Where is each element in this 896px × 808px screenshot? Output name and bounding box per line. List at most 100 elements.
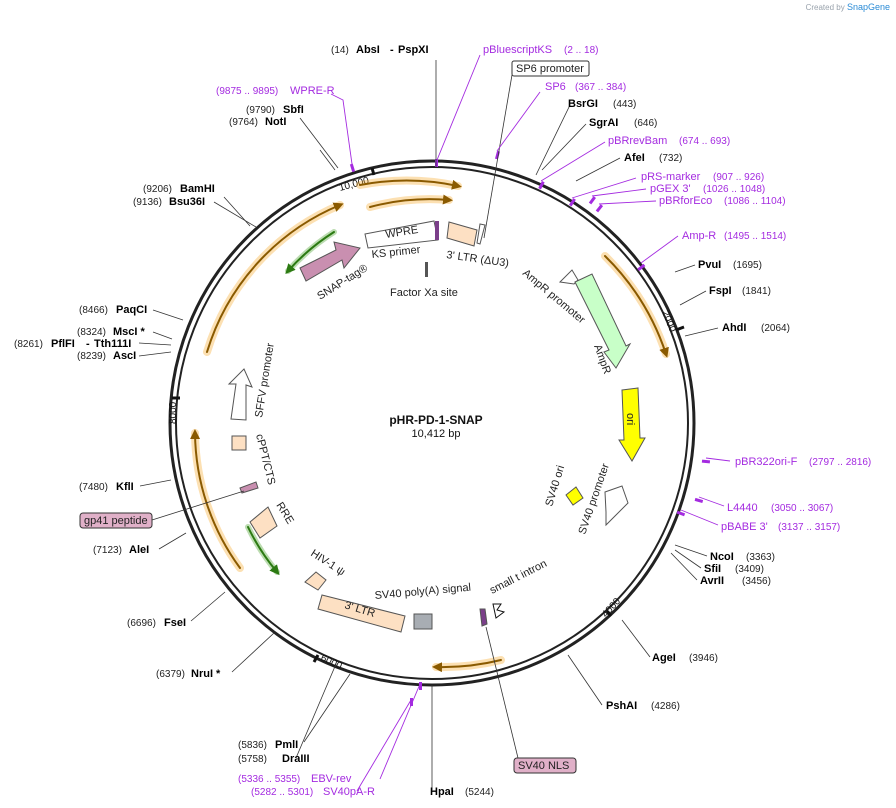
svg-text:pBRrevBam: pBRrevBam [608, 135, 667, 147]
primer-pbrforeco[interactable]: pBRforEco (1086 .. 1104) [659, 195, 786, 207]
enzyme-sgrai[interactable]: SgrAI (646) [589, 117, 657, 129]
primer-prs-marker[interactable]: pRS-marker (907 .. 926) [641, 171, 764, 183]
svg-text:PaqCI: PaqCI [116, 304, 147, 316]
primer-sp6[interactable]: SP6 (367 .. 384) [545, 81, 626, 93]
sffv-promoter-feature[interactable] [227, 368, 253, 421]
ampr-promoter-feature[interactable] [558, 269, 579, 285]
ampr-feature[interactable] [574, 273, 632, 369]
svg-text:SgrAI: SgrAI [589, 117, 618, 129]
small-t-intron-label: small t intron [488, 558, 549, 597]
enzyme-asci[interactable]: (8239) AscI [77, 350, 136, 362]
enzyme-ncoi[interactable]: NcoI (3363) [710, 551, 775, 563]
svg-text:(8466): (8466) [79, 305, 108, 316]
tick-label-8000: 8000 [168, 401, 179, 424]
enzyme-hpai[interactable]: HpaI (5244) [430, 786, 494, 798]
enzyme-msci[interactable]: (8324) MscI * [77, 326, 146, 338]
enzyme-lines [138, 60, 719, 790]
enzyme-fspi[interactable]: FspI (1841) [709, 285, 771, 297]
enzyme-agei[interactable]: AgeI (3946) [652, 652, 718, 664]
primer-sv40pa-r[interactable]: (5282 .. 5301) SV40pA-R [251, 786, 375, 798]
svg-text:Amp-R: Amp-R [682, 230, 716, 242]
primer-pbluescriptks[interactable]: pBluescriptKS (2 .. 18) [483, 44, 598, 56]
primer-ebv-rev[interactable]: (5336 .. 5355) EBV-rev [238, 773, 352, 785]
orf-arc-lowerleft[interactable] [190, 429, 241, 569]
enzyme-paqci[interactable]: (8466) PaqCI [79, 304, 147, 316]
enzyme-noti[interactable]: (9764) NotI [229, 116, 286, 128]
ks-primer-label: KS primer [371, 244, 421, 261]
gp41-peptide-box[interactable]: gp41 peptide [79, 490, 245, 529]
green-arc-upper[interactable] [285, 231, 335, 274]
orf-arc-ampr[interactable] [604, 255, 669, 358]
ltr3-feature[interactable] [446, 221, 478, 247]
brand-prefix: Created by [805, 3, 845, 12]
ltr3-label: 3' LTR (ΔU3) [446, 249, 510, 270]
svg-text:(907 .. 926): (907 .. 926) [713, 172, 764, 183]
enzyme-pmli[interactable]: (5836) PmlI [238, 739, 298, 751]
sv40-ori-feature[interactable] [565, 486, 584, 506]
cppt-feature[interactable] [231, 435, 247, 451]
tick-4000: 4000 [600, 596, 623, 620]
ks-primer-mark [435, 221, 439, 240]
enzyme-alei[interactable]: (7123) AleI [93, 544, 149, 556]
orf-arc-left[interactable] [206, 202, 344, 353]
enzyme-kfli[interactable]: (7480) KflI [79, 481, 134, 493]
svg-text:(3409): (3409) [735, 564, 764, 575]
sv40-ori-label: SV40 ori [543, 464, 567, 508]
enzyme-absi[interactable]: (14) AbsI - PspXI [331, 44, 429, 56]
svg-text:(6696): (6696) [127, 618, 156, 629]
svg-text:(1086 .. 1104): (1086 .. 1104) [724, 196, 786, 207]
snap-tag-feature[interactable] [299, 241, 361, 282]
svg-text:SP6: SP6 [545, 81, 566, 93]
svg-text:(8324): (8324) [77, 327, 106, 338]
enzyme-pflfi[interactable]: (8261) PflFI - Tth111I [14, 338, 131, 350]
primer-pbr322ori-f[interactable]: pBR322ori-F (2797 .. 2816) [735, 456, 871, 468]
enzyme-ahdi[interactable]: AhdI (2064) [722, 322, 790, 334]
svg-text:NotI: NotI [265, 116, 286, 128]
svg-text:NruI *: NruI * [191, 668, 221, 680]
sv40-polya-feature[interactable] [413, 613, 433, 630]
enzyme-pshai[interactable]: PshAI (4286) [606, 700, 680, 712]
rre-feature[interactable] [249, 506, 278, 539]
primer-pbabe3[interactable]: pBABE 3' (3137 .. 3157) [721, 521, 840, 533]
enzyme-fsei[interactable]: (6696) FseI [127, 617, 186, 629]
enzyme-nrui[interactable]: (6379) NruI * [156, 668, 221, 680]
enzyme-bamhi[interactable]: (9206) BamHI [143, 183, 215, 195]
svg-text:(3137 .. 3157): (3137 .. 3157) [778, 522, 840, 533]
snapgene-logo-text: SnapGene [846, 2, 890, 12]
ori-label: ori [624, 413, 636, 425]
sv40-promoter-feature[interactable] [604, 485, 629, 527]
primer-pbrrevbam[interactable]: pBRrevBam (674 .. 693) [608, 135, 730, 147]
primer-wpre-r[interactable]: (9875 .. 9895) WPRE-R [216, 85, 335, 97]
orf-arc-top2[interactable] [369, 194, 453, 208]
orf-arc-top1[interactable] [359, 179, 462, 190]
enzyme-draiii[interactable]: (5758) DraIII [238, 753, 310, 765]
enzyme-sfii[interactable]: SfiI (3409) [704, 563, 764, 575]
primer-l4440[interactable]: L4440 (3050 .. 3067) [727, 502, 833, 514]
svg-text:(5282 .. 5301): (5282 .. 5301) [251, 787, 313, 798]
sp6-promoter-box[interactable]: SP6 promoter [511, 60, 590, 77]
sv40-nls-box[interactable]: SV40 NLS [485, 626, 577, 774]
ltr3b-feature[interactable] [317, 594, 406, 633]
enzyme-labels: (14) AbsI - PspXI BsrGI (443) SgrAI (646… [14, 44, 790, 798]
enzyme-bsrgi[interactable]: BsrGI (443) [568, 98, 636, 110]
enzyme-sbfi[interactable]: (9790) SbfI [246, 104, 304, 116]
svg-text:(4286): (4286) [651, 701, 680, 712]
plasmid-size: 10,412 bp [412, 428, 461, 440]
enzyme-bsu36i[interactable]: (9136) Bsu36I [133, 196, 205, 208]
primer-amp-r[interactable]: Amp-R (1495 .. 1514) [682, 230, 786, 242]
primer-pgex3[interactable]: pGEX 3' (1026 .. 1048) [650, 183, 765, 195]
svg-text:(9790): (9790) [246, 105, 275, 116]
ori-feature[interactable] [618, 387, 646, 462]
svg-text:(367 .. 384): (367 .. 384) [575, 82, 626, 93]
enzyme-pvui[interactable]: PvuI (1695) [698, 259, 762, 271]
enzyme-afei[interactable]: AfeI (732) [624, 152, 682, 164]
green-arc-lower[interactable] [247, 526, 280, 576]
hiv-psi-feature[interactable] [304, 571, 327, 591]
svg-text:(3363): (3363) [746, 552, 775, 563]
small-t-intron-feature[interactable] [492, 603, 506, 619]
svg-text:PshAI: PshAI [606, 700, 637, 712]
orf-arc-bottom[interactable] [432, 659, 502, 673]
tick-6000: 6000 [312, 653, 344, 672]
enzyme-avrii[interactable]: AvrII (3456) [700, 575, 771, 587]
